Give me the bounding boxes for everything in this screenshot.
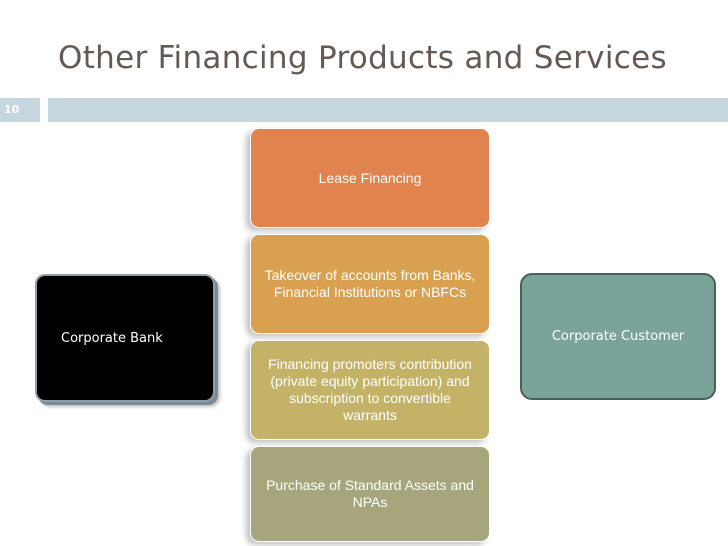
promoters-financing-label: Financing promoters contribution (privat… [268, 356, 472, 423]
title-rule [48, 98, 728, 122]
corporate-bank-node: Corporate Bank [35, 274, 215, 402]
slide-number: 10 [4, 103, 20, 116]
corporate-customer-node: Corporate Customer [520, 273, 716, 400]
lease-financing-label: Lease Financing [318, 169, 422, 186]
standard-assets-box: Purchase of Standard Assets and NPAs [250, 446, 490, 542]
slide-number-bar: 10 [0, 98, 40, 122]
lease-financing-box: Lease Financing [250, 128, 490, 228]
takeover-accounts-label: Takeover of accounts from Banks, Financi… [264, 267, 476, 300]
promoters-financing-box: Financing promoters contribution (privat… [250, 340, 490, 440]
standard-assets-label: Purchase of Standard Assets and NPAs [266, 477, 474, 510]
corporate-bank-label: Corporate Bank [61, 330, 163, 346]
corporate-customer-label: Corporate Customer [551, 329, 685, 344]
slide-title: Other Financing Products and Services [58, 40, 667, 76]
takeover-accounts-box: Takeover of accounts from Banks, Financi… [250, 234, 490, 334]
